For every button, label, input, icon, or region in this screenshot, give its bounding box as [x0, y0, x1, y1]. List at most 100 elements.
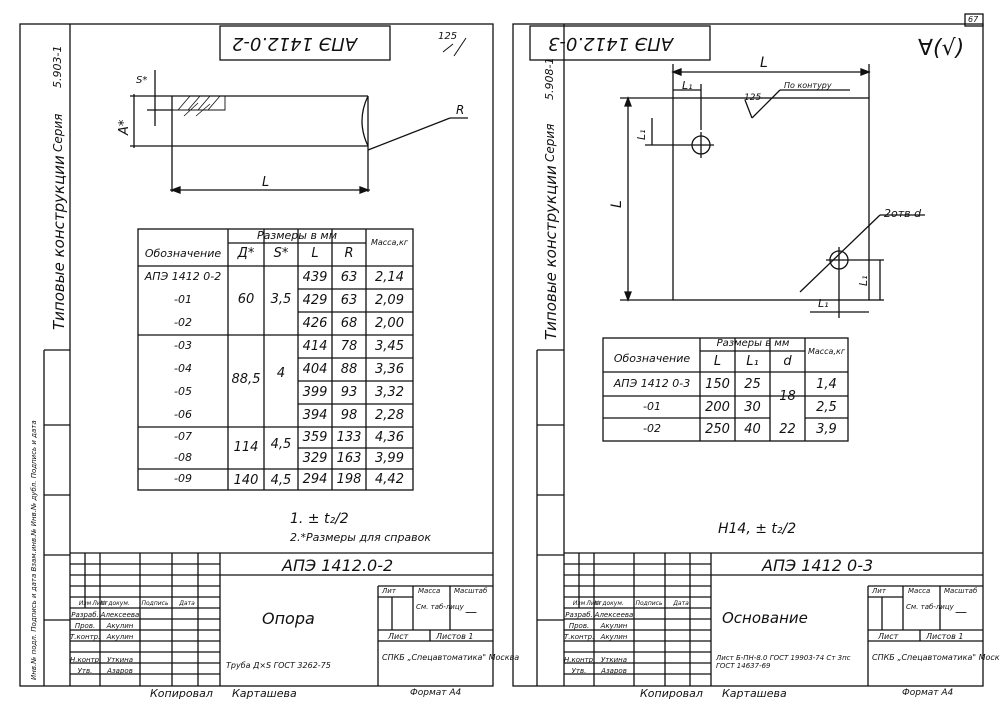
- right-dim-holes: 2отв d: [884, 207, 922, 220]
- tb-header-label: Лист: [586, 600, 602, 607]
- right-frame: [512, 23, 984, 687]
- right-row-l1: 40: [744, 422, 761, 437]
- left-row-mass: 4,42: [375, 472, 404, 487]
- left-tb-lit: Лит: [382, 587, 396, 595]
- left-row-l: 394: [302, 408, 328, 423]
- right-tb-lit: Лит: [872, 587, 886, 595]
- left-row-l: 426: [302, 316, 328, 331]
- right-row-mass: 3,9: [816, 422, 837, 437]
- left-row-mass: 4,36: [375, 430, 404, 445]
- left-row-mass: 3,99: [375, 451, 404, 466]
- right-row-d: 22: [779, 422, 796, 437]
- tb-person: Акулин: [600, 633, 628, 641]
- left-series-value: 5.903-1: [51, 45, 64, 88]
- dim-r-label: R: [456, 103, 465, 117]
- right-tb-name: Основание: [722, 609, 808, 627]
- left-tb-mass-value: См. таб-лицу: [416, 603, 464, 611]
- left-row-r: 133: [336, 430, 362, 445]
- tb-role: Н.контр.: [564, 656, 596, 664]
- tb-header-label: Изм: [572, 600, 586, 607]
- right-row-l1: 25: [744, 377, 761, 392]
- right-col-designation: Обозначение: [613, 352, 691, 365]
- tb-header-label: Подпись: [635, 600, 663, 607]
- right-copied: Копировал: [640, 687, 703, 700]
- right-tb-sheets: Листов 1: [926, 632, 964, 641]
- left-side-title: Типовые конструкции: [50, 155, 68, 330]
- right-row-mass: 2,5: [816, 400, 837, 415]
- left-series-label: Серия: [51, 113, 65, 152]
- right-col-l: L: [713, 354, 722, 369]
- right-stamp: АПЭ 1412.0-3: [548, 33, 674, 54]
- left-tb-scale: Масштаб: [454, 587, 488, 595]
- right-tb-sheet: Лист: [878, 632, 899, 641]
- right-side-title: Типовые конструкции: [542, 165, 560, 340]
- left-col-mass: Масса,кг: [370, 238, 409, 247]
- right-tb-doc: АПЭ 1412 0-3: [762, 556, 874, 575]
- left-group-d-2: 88,5: [231, 372, 261, 387]
- right-dim-l1-side: L₁: [635, 129, 648, 140]
- right-tb-org: СПКБ „Спецавтоматика" Москва: [872, 653, 1000, 662]
- tb-role: Пров.: [568, 622, 590, 630]
- left-tb-scale-value: —: [465, 605, 477, 619]
- left-row-designation: -06: [174, 408, 192, 421]
- left-note-2: 2.*Размеры для справок: [290, 531, 432, 544]
- tb-role: Утв.: [571, 667, 587, 675]
- left-group-d-1: 60: [237, 292, 255, 307]
- right-series-label: Серия: [543, 123, 557, 162]
- left-row-designation: -02: [174, 316, 192, 329]
- right-note: Н14, ± t₂/2: [718, 521, 797, 537]
- right-row-l: 200: [705, 400, 730, 415]
- left-copier: Карташева: [232, 687, 297, 700]
- left-group-d-3: 114: [233, 440, 259, 455]
- left-col-s: S*: [273, 246, 289, 261]
- right-col-d: d: [783, 354, 792, 369]
- left-tb-material: Труба Д×S ГОСТ 3262-75: [226, 661, 331, 670]
- left-table-grid: [137, 228, 414, 491]
- left-table-group-header: Размеры в мм: [256, 229, 338, 242]
- left-row-l: 399: [302, 385, 328, 400]
- left-row-r: 63: [340, 270, 358, 285]
- tb-header-label: Дата: [673, 600, 689, 607]
- left-tb-sheets: Листов 1: [436, 632, 474, 641]
- left-row-r: 63: [340, 293, 358, 308]
- right-format: Формат А4: [902, 688, 954, 698]
- left-row-l: 404: [302, 362, 328, 377]
- left-row-r: 98: [340, 408, 358, 423]
- left-group-s-3: 4,5: [270, 437, 292, 452]
- left-row-mass: 2,28: [375, 408, 404, 423]
- left-row-l: 294: [302, 472, 328, 487]
- tb-person: Акулин: [600, 622, 628, 630]
- left-row-r: 163: [336, 451, 362, 466]
- right-dim-l-side: L: [609, 200, 625, 208]
- left-row-l: 329: [302, 451, 328, 466]
- left-row-designation: -08: [174, 451, 192, 464]
- right-row-designation: -01: [643, 400, 661, 413]
- left-row-r: 198: [336, 472, 362, 487]
- right-copier: Карташева: [722, 687, 787, 700]
- left-row-designation: -03: [174, 339, 192, 352]
- right-tb-scale-value: —: [955, 605, 967, 619]
- tb-person: Уткина: [601, 656, 627, 664]
- left-row-designation: -07: [174, 430, 192, 443]
- left-row-mass: 2,09: [375, 293, 404, 308]
- plate-drawing: [620, 64, 925, 318]
- left-tb-org: СПКБ „Спецавтоматика" Москва: [382, 653, 520, 662]
- tb-person: Алексеева: [100, 611, 140, 619]
- dim-a-label: А*: [117, 119, 132, 135]
- left-row-mass: 3,36: [375, 362, 404, 377]
- left-row-designation: -01: [174, 293, 192, 306]
- right-row-mass: 1,4: [816, 377, 837, 392]
- left-row-l: 439: [302, 270, 328, 285]
- tb-header-label: Подпись: [141, 600, 169, 607]
- left-col-d: Д*: [237, 246, 255, 261]
- tb-header-label: № докум.: [594, 600, 624, 607]
- right-d-group: 18: [779, 389, 796, 404]
- right-row-l: 150: [705, 377, 730, 392]
- tb-header-label: Дата: [179, 600, 195, 607]
- right-roughness: ∀(√): [918, 36, 965, 61]
- right-dim-l1-top: L₁: [682, 79, 693, 92]
- right-row-l: 250: [705, 422, 730, 437]
- tb-role: Т.контр.: [70, 633, 101, 641]
- tb-person: Азаров: [107, 667, 133, 675]
